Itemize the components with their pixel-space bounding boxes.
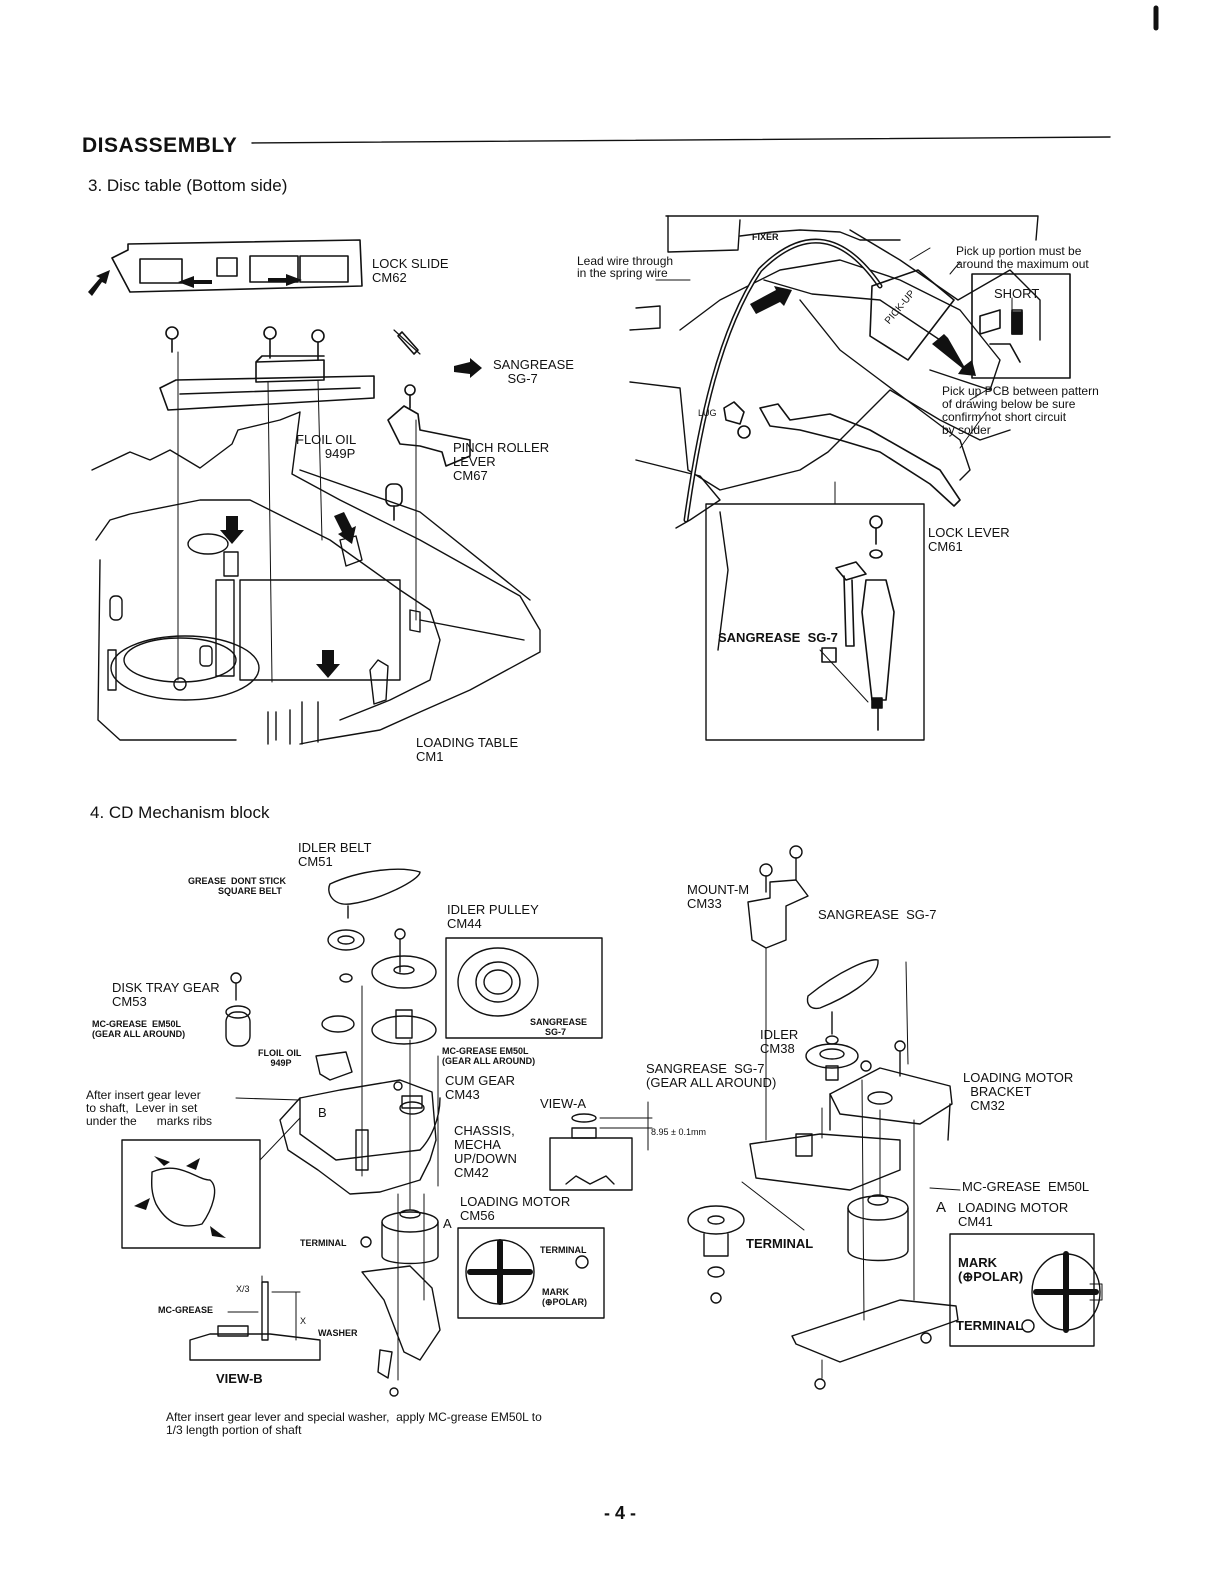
loading-table-drawing <box>91 411 541 745</box>
lock-slide-drawing <box>111 239 363 293</box>
lead-wire-label: Lead wire through in the spring wire <box>577 254 674 280</box>
down-arrow-icon <box>220 512 356 678</box>
lock-slide-label: LOCK SLIDE CM62 <box>372 256 449 285</box>
mount-m-label: MOUNT-M CM33 <box>687 882 750 911</box>
cd-mechanism-right <box>687 845 1103 1390</box>
pinch-roller-label: PINCH ROLLER LEVER CM67 <box>453 440 550 483</box>
short-label: SHORT <box>994 286 1040 301</box>
disk-tray-gear-label: DISK TRAY GEAR CM53 <box>112 980 220 1009</box>
terminal-label: TERMINAL <box>300 1238 347 1248</box>
motor-bracket <box>829 1067 953 1125</box>
arrow-icon <box>750 286 976 376</box>
lug-label: LUG <box>698 408 717 418</box>
mc-grease-right-label: MC-GREASE EM50L <box>962 1179 1090 1194</box>
header-rule <box>251 136 1111 144</box>
idler-pulley-inset <box>445 937 603 1039</box>
terminal-inset-label: TERMINAL <box>540 1245 587 1255</box>
mc-grease-gear-label: MC-GREASE EM50L (GEAR ALL AROUND) <box>92 1019 186 1039</box>
pickup-portion-label: Pick up portion must be around the maxim… <box>956 244 1089 271</box>
sangrease-inset-label: SANGREASE SG-7 <box>530 1017 588 1037</box>
loading-motor-cm41-label: LOADING MOTOR CM41 <box>958 1200 1069 1229</box>
screw-icon <box>165 326 419 409</box>
terminal-right-label: TERMINAL <box>746 1236 814 1251</box>
slide-plate <box>255 355 325 383</box>
sangrease-mount-label: SANGREASE SG-7 <box>818 907 937 922</box>
cd-mechanism-left <box>121 868 653 1397</box>
guide-lines <box>741 961 961 1379</box>
pickup-drawing <box>629 215 1041 651</box>
mark-inset-label: MARK (⊕POLAR) <box>542 1287 588 1307</box>
arrow-icon <box>88 270 482 378</box>
chassis-label: CHASSIS, MECHA UP/DOWN CM42 <box>454 1123 517 1180</box>
terminal-inset <box>457 1227 605 1319</box>
sangrease-legend-label: SANGREASE SG-7 <box>493 357 574 386</box>
idler-belt <box>328 868 421 905</box>
chassis <box>279 1079 437 1195</box>
sangrease-gear-label: SANGREASE SG-7 (GEAR ALL AROUND) <box>646 1061 777 1090</box>
leader-lines <box>655 247 1013 505</box>
pinch-roller-lever <box>387 405 471 467</box>
gear-lever-inset <box>121 1139 261 1249</box>
motor-bracket-label: LOADING MOTOR BRACKET CM32 <box>963 1070 1074 1113</box>
x-third-label: X/3 <box>236 1284 250 1294</box>
loading-motor-cm56-label: LOADING MOTOR CM56 <box>460 1194 571 1223</box>
floil-oil-label-2: FLOIL OIL 949P <box>258 1048 302 1068</box>
short-pcb <box>971 273 1071 379</box>
mount-m <box>747 879 809 949</box>
mc-grease-label: MC-GREASE <box>158 1305 214 1315</box>
sangrease-sg7-label: SANGREASE SG-7 <box>718 630 838 645</box>
section-3-heading: 3. Disc table (Bottom side) <box>88 176 288 195</box>
loading-table-label: LOADING TABLE CM1 <box>416 735 519 764</box>
idler-label: IDLER CM38 <box>760 1027 799 1056</box>
a-label-right: A <box>936 1199 947 1216</box>
washer-label: WASHER <box>318 1328 358 1338</box>
bottom-note: After insert gear lever and special wash… <box>166 1410 542 1437</box>
view-b-label: VIEW-B <box>216 1371 263 1386</box>
mc-grease-em50l-label: MC-GREASE EM50L (GEAR ALL AROUND) <box>442 1046 536 1066</box>
idler-belt-label: IDLER BELT CM51 <box>298 840 372 869</box>
slide-rail <box>159 375 375 411</box>
lock-lever-inset <box>705 503 925 741</box>
section-4-heading: 4. CD Mechanism block <box>90 803 270 822</box>
after-insert-label: After insert gear lever to shaft, Lever … <box>86 1088 213 1128</box>
idler-pulley-label: IDLER PULLEY CM44 <box>447 902 539 931</box>
pickup-box <box>869 269 955 361</box>
fixer-label: FIXER <box>752 232 779 242</box>
terminal-right-inset-label: TERMINAL <box>956 1318 1024 1333</box>
cum-gear-label: CUM GEAR CM43 <box>445 1073 516 1102</box>
mark-right-label: MARK (⊕POLAR) <box>958 1255 1024 1284</box>
page-title: DISASSEMBLY <box>82 134 238 157</box>
dimension-label: 8.95 ± 0.1mm <box>651 1127 706 1137</box>
lock-lever-label: LOCK LEVER CM61 <box>928 525 1010 554</box>
a-label-left: A <box>443 1216 452 1231</box>
page-number: - 4 - <box>604 1503 637 1523</box>
view-a-label: VIEW-A <box>540 1096 586 1111</box>
pickup-cable <box>683 238 883 523</box>
pickup-pcb-label: Pick up PCB between pattern of drawing b… <box>942 384 1099 437</box>
grease-note-label: GREASE DONT STICK SQUARE BELT <box>188 876 287 896</box>
lock-lever-drawing <box>819 515 895 731</box>
floil-oil-label: FLOIL OIL 949P <box>296 432 357 461</box>
b-label: B <box>318 1105 327 1120</box>
x-label: X <box>300 1316 307 1326</box>
guide-lines <box>177 351 417 683</box>
guide-lines <box>361 985 439 1381</box>
